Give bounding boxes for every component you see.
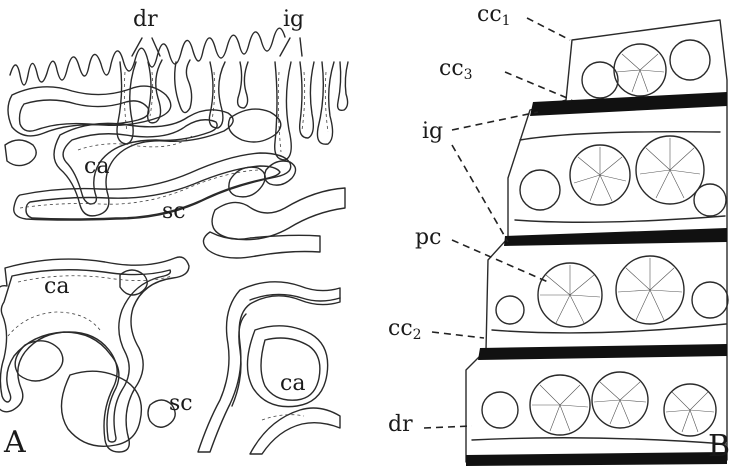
- leader-ig-b: [452, 145, 508, 242]
- leader-cc3: [505, 72, 572, 100]
- label-a-ca-lower-left: ca: [44, 276, 69, 298]
- label-b-cc3: cc3: [439, 58, 473, 82]
- band-3: [478, 344, 727, 360]
- panel-a-upper-network: [5, 86, 345, 258]
- label-b-cc3-base: cc: [439, 56, 464, 81]
- label-a-ca-lower-right: ca: [280, 373, 305, 395]
- panel-a-comb: [10, 28, 348, 160]
- label-a-dr: dr: [133, 9, 158, 31]
- label-b-cc2-sub: 2: [413, 327, 422, 343]
- label-a-sc-upper: sc: [162, 201, 186, 223]
- label-b-dr: dr: [388, 414, 413, 436]
- label-b-cc2-base: cc: [388, 316, 413, 341]
- panel-a-lower-right-network: [198, 282, 340, 454]
- label-a-ca-upper: ca: [84, 156, 109, 178]
- label-b-cc3-sub: 3: [464, 67, 473, 83]
- leader-cc1: [527, 18, 570, 40]
- leader-dr: [424, 426, 472, 428]
- panel-b-letter: B: [708, 432, 729, 462]
- band-2: [504, 228, 727, 246]
- label-a-sc-lower: sc: [169, 393, 193, 415]
- panel-b-drawing: [424, 18, 728, 466]
- panel-a-lower-left-network: [0, 257, 189, 452]
- label-a-ig: ig: [283, 9, 304, 31]
- label-b-cc1-base: cc: [477, 2, 502, 27]
- panel-a-letter: A: [4, 428, 26, 458]
- label-b-cc1: cc1: [477, 4, 511, 28]
- band-1: [530, 92, 727, 116]
- leader-cc2: [432, 332, 484, 338]
- label-b-cc1-sub: 1: [502, 13, 511, 29]
- label-b-cc2: cc2: [388, 318, 422, 342]
- label-b-ig: ig: [422, 121, 443, 143]
- label-b-pc: pc: [415, 227, 441, 249]
- band-4: [466, 452, 727, 466]
